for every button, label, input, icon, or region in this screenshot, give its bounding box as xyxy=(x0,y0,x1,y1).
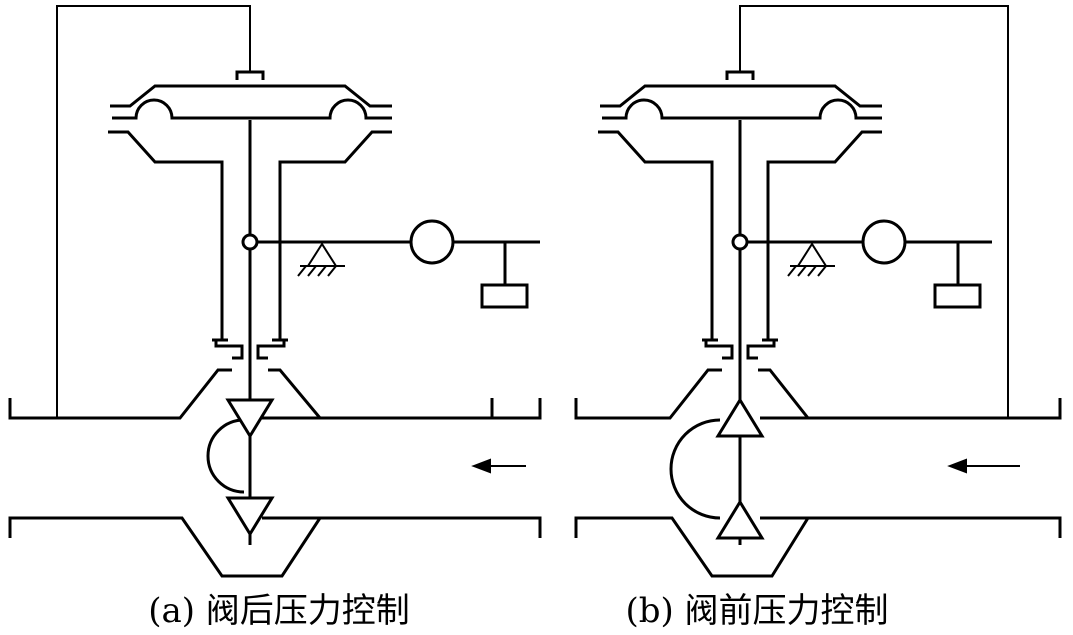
hanging-weight-b xyxy=(933,283,982,309)
lower-plug-a xyxy=(225,496,275,537)
impulse-line-b xyxy=(739,5,1009,418)
upper-plug-b xyxy=(715,397,765,438)
caption-a: (a) 阀后压力控制 xyxy=(148,591,410,631)
pivot-b xyxy=(731,233,749,251)
fulcrum-b xyxy=(796,242,828,267)
packing-gland-a xyxy=(212,338,288,360)
valve-a-downstream-pressure-control xyxy=(8,5,542,578)
hanging-weight-a xyxy=(480,283,529,309)
lever-weight-b xyxy=(731,219,992,309)
valve-b-upstream-pressure-control xyxy=(574,5,1062,578)
counterweight-ball-b xyxy=(861,219,907,265)
counterweight-ball-a xyxy=(409,219,455,265)
fulcrum-a xyxy=(306,242,338,267)
flow-arrow-b xyxy=(947,458,1020,474)
valve-body-b xyxy=(574,368,1062,578)
valve-body-a xyxy=(8,368,542,578)
diaphragm-actuator-a xyxy=(108,70,392,340)
lower-plug-b xyxy=(715,499,765,540)
diaphragm-actuator-b xyxy=(598,70,882,340)
lever-weight-a xyxy=(241,219,540,309)
impulse-line-a xyxy=(56,5,251,418)
upper-plug-a xyxy=(225,398,275,439)
caption-b: (b) 阀前压力控制 xyxy=(625,591,888,631)
packing-gland-b xyxy=(702,338,778,360)
pivot-a xyxy=(241,233,259,251)
flow-arrow-a xyxy=(471,458,526,474)
